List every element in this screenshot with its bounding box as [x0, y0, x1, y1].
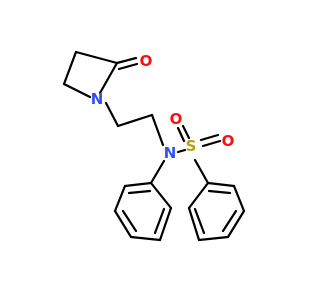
- bond-n-ch2: [104, 101, 120, 128]
- bond-ch2-ch2: [116, 113, 154, 128]
- atom-s1: S: [186, 137, 197, 155]
- bond-left-ring-5: [158, 206, 173, 242]
- bond-ring-c3-c4: [62, 50, 78, 86]
- bond-c-co-ring: [74, 50, 119, 65]
- bond-n2-c8a: [149, 159, 166, 185]
- bond-s-o-right-1: [199, 133, 220, 142]
- bond-carbonyl-1: [115, 56, 138, 65]
- atom-n1: N: [91, 90, 104, 108]
- bond-right-ring-4: [197, 235, 230, 242]
- bond-left-ring-2: [113, 184, 127, 213]
- bond-ring-c4-c5: [62, 82, 92, 99]
- bond-c1-c9: [187, 181, 210, 210]
- atom-n2: N: [164, 144, 177, 162]
- bond-right-ring-1-inner: [207, 189, 232, 195]
- bond-right-ring-1: [206, 181, 236, 188]
- atom-labels: O N N S O O: [91, 52, 235, 162]
- bond-s-o-up-1: [176, 126, 186, 143]
- atom-o1: O: [140, 52, 153, 70]
- bond-left-ring-3-inner: [121, 209, 138, 233]
- bond-n2-s: [176, 148, 187, 154]
- bond-carbonyl-2: [117, 62, 139, 71]
- bond-left-ring-3: [113, 209, 133, 239]
- bond-right-ring-2: [232, 184, 246, 213]
- bond-c8a-c9: [149, 181, 173, 210]
- bond-right-ring-5-inner: [193, 207, 206, 235]
- bond-left-ring-5-inner: [153, 207, 166, 235]
- bond-right-ring-3-inner: [221, 209, 238, 233]
- bond-s-o-up-2: [181, 124, 191, 140]
- molecule-diagram: O N N S O O: [62, 50, 246, 242]
- bond-ch2-n2: [150, 113, 165, 147]
- bond-left-ring-1: [123, 181, 153, 188]
- bond-s-c1: [193, 158, 210, 185]
- bond-left-ring-4: [129, 235, 162, 242]
- bond-ring-n-c2: [98, 61, 119, 95]
- atom-o2: O: [170, 110, 183, 128]
- atom-o3: O: [222, 132, 235, 150]
- bond-s-o-right-2: [201, 139, 222, 148]
- bond-right-ring-5: [187, 206, 201, 242]
- bond-right-ring-3: [226, 209, 246, 239]
- bond-left-ring-1-inner: [127, 189, 152, 195]
- bonds: [62, 50, 246, 242]
